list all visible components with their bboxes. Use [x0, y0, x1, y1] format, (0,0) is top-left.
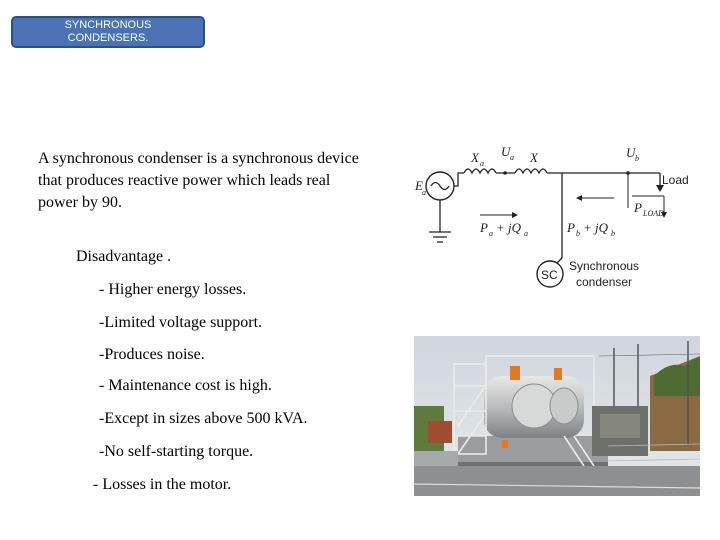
slide-title-line-2: CONDENSERS. [67, 32, 149, 44]
label-xa-sub: a [480, 159, 484, 168]
intro-line-1: A synchronous condenser is a synchronous… [38, 150, 359, 167]
disadvantage-item: -Except in sizes above 500 kVA. [99, 410, 308, 427]
disadvantage-item: - Maintenance cost is high. [99, 377, 272, 394]
label-pa-sub: a [489, 229, 493, 238]
label-load: Load [662, 173, 689, 187]
label-condenser: condenser [576, 275, 632, 289]
label-ua-sub: a [510, 153, 514, 162]
label-synchronous: Synchronous [569, 259, 639, 273]
disadvantage-item: -No self-starting torque. [99, 443, 254, 460]
synchronous-condenser-icon [536, 260, 564, 288]
label-jqb: + jQ [583, 220, 609, 235]
disadvantage-item: -Limited voltage support. [99, 314, 263, 331]
label-pb-sub: b [576, 229, 580, 238]
label-x: X [529, 150, 539, 165]
intro-paragraph: A synchronous condenser is a synchronous… [38, 148, 408, 214]
intro-line-2: that produces reactive power which leads… [38, 172, 331, 189]
slide-title-line-1: SYNCHRONOUS [64, 19, 152, 31]
disadvantage-item: - Higher energy losses. [99, 281, 247, 298]
label-ub: U [626, 145, 637, 160]
slide-title: SYNCHRONOUS CONDENSERS. [11, 16, 205, 48]
circuit-diagram: E a X a U a X U b Load P LOAD P a + jQ a… [412, 140, 690, 295]
label-ua: U [501, 144, 512, 159]
label-pload: P [633, 200, 642, 215]
label-pa: P [479, 220, 488, 235]
label-ea-sub: a [422, 188, 426, 197]
intro-line-3: power by 90. [38, 194, 122, 211]
label-xa: X [470, 150, 480, 165]
label-jqa-sub: a [524, 229, 528, 238]
label-ea: E [414, 178, 423, 193]
label-pload-sub: LOAD [642, 209, 664, 218]
disadvantage-item: - Losses in the motor. [93, 476, 232, 493]
label-ub-sub: b [635, 154, 639, 163]
inductor-x-icon [514, 168, 548, 175]
label-pb: P [566, 220, 575, 235]
inductor-xa-icon [463, 168, 497, 175]
label-jqb-sub: b [611, 229, 615, 238]
disadvantage-item: -Produces noise. [99, 346, 205, 363]
synchronous-condenser-photo [414, 336, 700, 496]
label-sc: SC [541, 268, 558, 282]
label-jqa: + jQ [496, 220, 522, 235]
load-arrow-icon [656, 185, 664, 192]
disadvantage-heading: Disadvantage . [76, 248, 172, 265]
